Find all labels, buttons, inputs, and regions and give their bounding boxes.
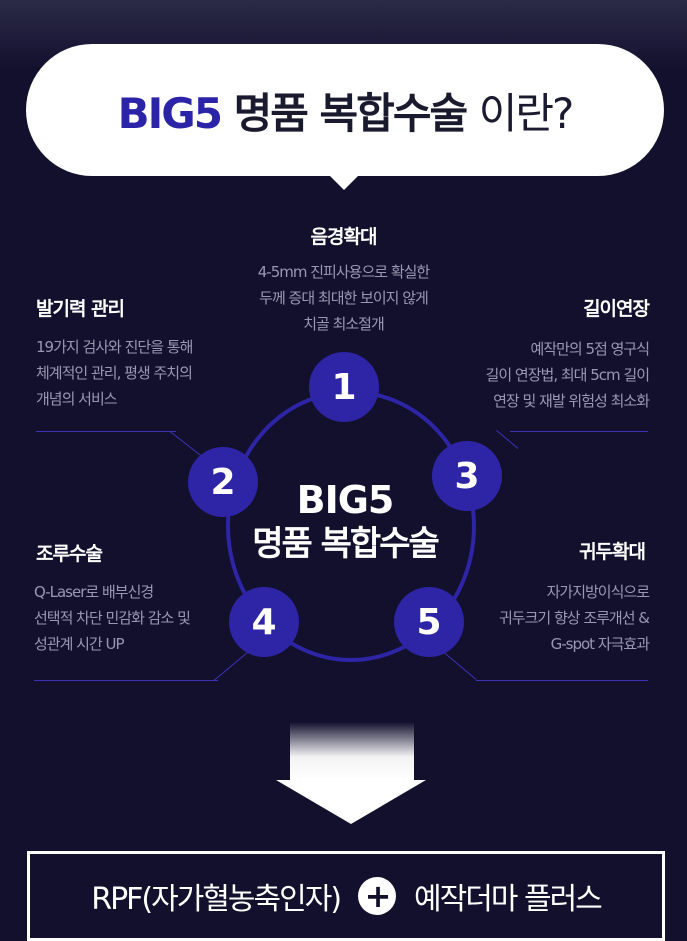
feature-2-desc-line: 체계적인 관리, 평생 주치의 bbox=[36, 364, 193, 382]
feature-4-desc-line: Q-Laser로 배부신경 bbox=[34, 583, 154, 601]
connector-line-3-d bbox=[496, 430, 519, 449]
feature-5-desc-line: 자가지방이식으로 bbox=[546, 583, 650, 601]
feature-4-title: 조루수술 bbox=[36, 543, 103, 565]
feature-2-desc: 19가지 검사와 진단을 통해 체계적인 관리, 평생 주치의 개념의 서비스 bbox=[36, 334, 193, 412]
feature-1-desc-line: 두께 증대 최대한 보이지 않게 bbox=[259, 289, 429, 307]
page-title: BIG5 명품 복합수술 이란? bbox=[117, 80, 575, 141]
connector-line-3-h bbox=[510, 431, 648, 432]
feature-5-title: 귀두확대 bbox=[579, 541, 646, 563]
feature-4-desc-line: 성관계 시간 UP bbox=[34, 635, 125, 653]
node-4: 4 bbox=[229, 587, 299, 657]
bottom-banner: RPF(자가혈농축인자) + 예작더마 플러스 bbox=[27, 851, 665, 941]
feature-5-desc: 자가지방이식으로 귀두크기 향상 조루개선 & G-spot 자극효과 bbox=[498, 579, 650, 657]
plus-icon: + bbox=[358, 877, 397, 915]
feature-2-title: 발기력 관리 bbox=[36, 298, 125, 320]
bubble-tail bbox=[328, 174, 360, 190]
feature-1-desc: 4-5mm 진피사용으로 확실한 두께 증대 최대한 보이지 않게 치골 최소절… bbox=[0, 259, 687, 337]
node-1: 1 bbox=[309, 352, 379, 422]
connector-line-4-h bbox=[34, 680, 218, 681]
feature-1-desc-line: 치골 최소절개 bbox=[303, 315, 385, 333]
node-5: 5 bbox=[394, 587, 464, 657]
connector-line-2-h bbox=[36, 431, 176, 432]
feature-2-desc-line: 19가지 검사와 진단을 통해 bbox=[36, 338, 193, 356]
feature-3-desc-line: 연장 및 재발 위험성 최소화 bbox=[493, 392, 650, 410]
feature-3-desc: 예작만의 5점 영구식 길이 연장법, 최대 5cm 길이 연장 및 재발 위험… bbox=[485, 336, 650, 414]
connector-line-5-h bbox=[476, 680, 648, 681]
bottom-right-text: 예작더마 플러스 bbox=[414, 882, 603, 917]
feature-5-desc-line: G-spot 자극효과 bbox=[550, 635, 650, 653]
connector-line-4-d bbox=[213, 651, 249, 681]
title-brand: BIG5 bbox=[117, 88, 223, 138]
title-tail: 이란? bbox=[478, 88, 575, 138]
center-label: BIG5 명품 복합수술 bbox=[220, 478, 470, 566]
feature-4-desc: Q-Laser로 배부신경 선택적 차단 민감화 감소 및 성관계 시간 UP bbox=[34, 579, 191, 657]
title-bubble: BIG5 명품 복합수술 이란? bbox=[26, 44, 664, 176]
feature-3-desc-line: 예작만의 5점 영구식 bbox=[530, 340, 650, 358]
feature-3-desc-line: 길이 연장법, 최대 5cm 길이 bbox=[485, 366, 650, 384]
connector-line-5-d bbox=[443, 652, 477, 680]
feature-5-desc-line: 귀두크기 향상 조루개선 & bbox=[498, 609, 650, 627]
feature-3-title: 길이연장 bbox=[583, 298, 650, 320]
center-label-line1: BIG5 bbox=[296, 478, 395, 522]
title-main: 명품 복합수술 bbox=[233, 88, 468, 138]
feature-1-title: 음경확대 bbox=[310, 226, 378, 248]
node-2: 2 bbox=[188, 447, 258, 517]
node-3: 3 bbox=[432, 441, 502, 511]
bottom-left-text: RPF(자가혈농축인자) bbox=[91, 882, 342, 917]
feature-4-desc-line: 선택적 차단 민감화 감소 및 bbox=[34, 609, 191, 627]
down-arrow-icon bbox=[276, 722, 426, 824]
feature-2-desc-line: 개념의 서비스 bbox=[36, 390, 118, 408]
feature-1-desc-line: 4-5mm 진피사용으로 확실한 bbox=[257, 263, 430, 281]
center-label-line2: 명품 복합수술 bbox=[252, 524, 440, 564]
